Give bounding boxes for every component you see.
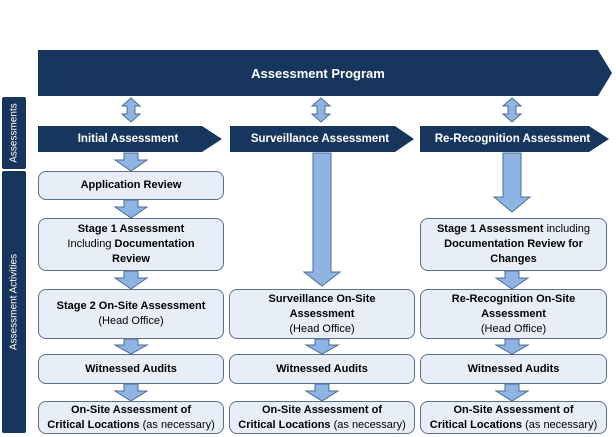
initial-connector-arrow-5: [113, 383, 149, 402]
box-text-line: Stage 1 Assessment: [78, 222, 185, 237]
program-banner-arrow: [38, 50, 612, 96]
box-text-line: Witnessed Audits: [85, 362, 177, 377]
box-text-line: Critical Locations (as necessary): [238, 418, 406, 433]
box-text-line: Witnessed Audits: [276, 362, 368, 377]
box-text-line: Including Documentation: [67, 237, 194, 252]
box-text-run: Witnessed Audits: [276, 362, 368, 375]
rerecognition-assessment-header: Re-Recognition Assessment: [434, 133, 591, 145]
box-text-run: On-Site Assessment of: [70, 403, 191, 416]
box-text-run: (Head Office): [289, 322, 355, 335]
rerecognition-connector-arrow-3: [494, 338, 530, 355]
box-text-line: Stage 2 On-Site Assessment: [57, 299, 206, 314]
box-text-run: Witnessed Audits: [467, 362, 560, 375]
box-text-line: Assessment: [481, 307, 546, 322]
box-text-run: Re-Recognition On-Site: [451, 292, 576, 305]
box-text-line: Changes: [490, 252, 536, 267]
box-text-line: Re-Recognition On-Site: [452, 292, 575, 307]
initial-connector-arrow-3: [113, 270, 149, 290]
sidebar-assessments: Assessments: [2, 97, 26, 169]
rerecognition-connector-arrow-2: [494, 270, 530, 290]
surveillance-connector-arrow-2: [304, 338, 340, 355]
box-text-run: Critical Locations: [429, 418, 523, 431]
program-to-surveillance-connector: [310, 97, 332, 123]
rerecognition-long-connector-arrow: [492, 152, 532, 213]
surveillance-assessment-header: Surveillance Assessment: [250, 133, 390, 145]
box-text-run: Documentation: [114, 238, 195, 250]
box-text-run: including: [543, 223, 591, 235]
box-text-line: Critical Locations (as necessary): [430, 418, 598, 433]
rerecognition-connector-arrow-4: [494, 383, 530, 402]
box-text-run: Assessment: [481, 307, 546, 320]
box-text-line: (Head Office): [98, 314, 163, 329]
box-text-run: Documentation Review for: [444, 238, 583, 250]
box-text-run: Witnessed Audits: [85, 362, 177, 375]
program-to-rerecognition-connector: [501, 97, 523, 123]
box-text-run: On-Site Assessment of: [453, 403, 574, 416]
box-text-run: Critical Locations: [238, 418, 331, 431]
box-text-line: On-Site Assessment of: [71, 403, 191, 418]
rerecognition-box-witnessed-audits: Witnessed Audits: [420, 354, 607, 384]
sidebar-assessment-activities: Assessment Activities: [2, 171, 26, 433]
box-text-line: Witnessed Audits: [468, 362, 560, 377]
box-text-run: (as necessary): [330, 418, 406, 431]
box-text-line: Review: [112, 252, 150, 267]
box-text-line: On-Site Assessment of: [453, 403, 573, 418]
box-text-line: Assessment: [290, 307, 355, 322]
box-text-run: Review: [112, 253, 150, 265]
box-text-line: Critical Locations (as necessary): [47, 418, 215, 433]
box-text-run: (Head Office): [480, 322, 547, 335]
box-text-run: Stage 1 Assessment: [436, 223, 544, 235]
initial-assessment-header: Initial Assessment: [77, 133, 179, 145]
box-text-run: (as necessary): [522, 418, 598, 431]
box-text-run: Including: [67, 238, 115, 250]
program-title: Assessment Program: [251, 65, 385, 81]
box-text-line: Documentation Review for: [444, 237, 583, 252]
box-text-line: Stage 1 Assessment including: [437, 222, 590, 237]
initial-box-witnessed-audits: Witnessed Audits: [38, 354, 224, 384]
initial-connector-arrow-1: [113, 152, 149, 172]
box-text-line: On-Site Assessment of: [262, 403, 382, 418]
initial-connector-arrow-4: [113, 338, 149, 355]
box-text-run: Stage 2 On-Site Assessment: [56, 300, 206, 312]
box-text-line: Application Review: [81, 178, 182, 193]
surveillance-long-connector-arrow: [302, 152, 342, 287]
box-text-run: Stage 1 Assessment: [77, 223, 185, 235]
initial-box-critical-locations: On-Site Assessment of Critical Locations …: [38, 401, 224, 434]
box-text-line: (Head Office): [481, 322, 546, 337]
surveillance-box-witnessed-audits: Witnessed Audits: [229, 354, 415, 384]
box-text-run: (Head Office): [98, 315, 164, 327]
surveillance-connector-arrow-3: [304, 383, 340, 402]
box-text-run: (as necessary): [139, 418, 215, 431]
initial-box-application-review: Application Review: [38, 171, 224, 200]
rerecognition-assessment-header-arrow: [420, 126, 609, 152]
box-text-line: (Head Office): [289, 322, 354, 337]
surveillance-box-critical-locations: On-Site Assessment of Critical Locations …: [229, 401, 415, 434]
box-text-run: Critical Locations: [47, 418, 140, 431]
initial-box-stage2-onsite: Stage 2 On-Site Assessment (Head Office): [38, 289, 224, 339]
box-text-run: On-Site Assessment of: [261, 403, 382, 416]
program-to-initial-connector: [120, 97, 142, 123]
box-text-line: Surveillance On-Site: [269, 292, 376, 307]
box-text-run: Assessment: [289, 307, 355, 320]
initial-connector-arrow-2: [113, 199, 149, 219]
box-text-run: Surveillance On-Site: [268, 292, 376, 305]
rerecognition-box-critical-locations: On-Site Assessment of Critical Locations …: [420, 401, 607, 434]
box-text-run: Application Review: [80, 179, 182, 191]
surveillance-assessment-header-arrow: [230, 126, 414, 152]
box-text-run: Changes: [490, 253, 537, 265]
initial-assessment-header-arrow: [38, 126, 222, 152]
